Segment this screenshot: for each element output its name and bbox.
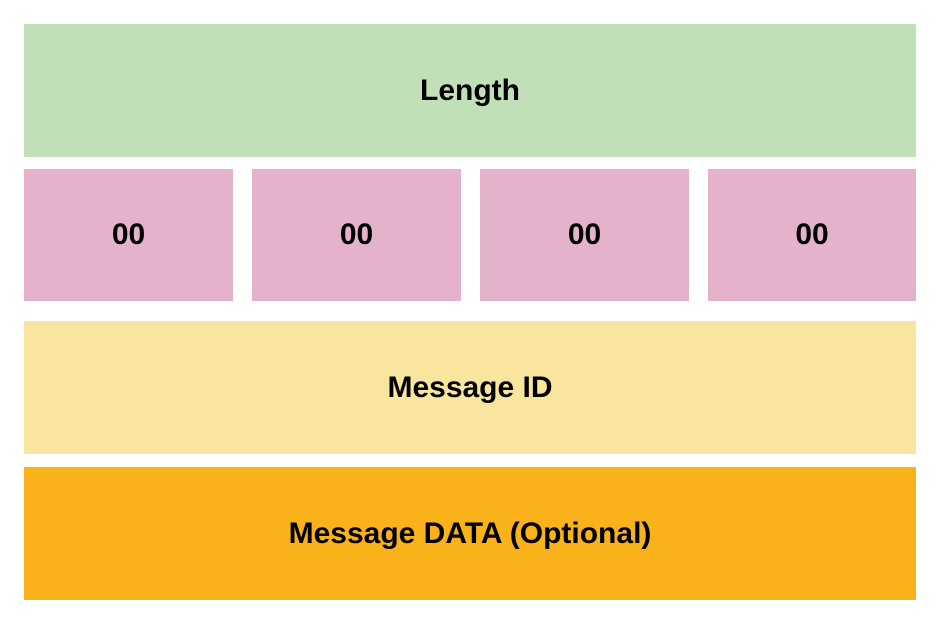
length-field: Length bbox=[24, 24, 916, 157]
length-byte-value: 00 bbox=[567, 218, 602, 251]
length-byte-value: 00 bbox=[339, 218, 374, 251]
length-byte-3: 00 bbox=[480, 169, 689, 301]
message-id-label: Message ID bbox=[387, 370, 553, 404]
length-byte-4: 00 bbox=[708, 169, 916, 301]
message-data-label: Message DATA (Optional) bbox=[288, 516, 652, 550]
length-byte-value: 00 bbox=[111, 218, 146, 251]
message-data-field: Message DATA (Optional) bbox=[24, 467, 916, 600]
length-byte-2: 00 bbox=[252, 169, 461, 301]
length-byte-value: 00 bbox=[795, 218, 829, 251]
message-id-field: Message ID bbox=[24, 321, 916, 454]
length-label: Length bbox=[420, 73, 520, 107]
length-byte-1: 00 bbox=[24, 169, 233, 301]
